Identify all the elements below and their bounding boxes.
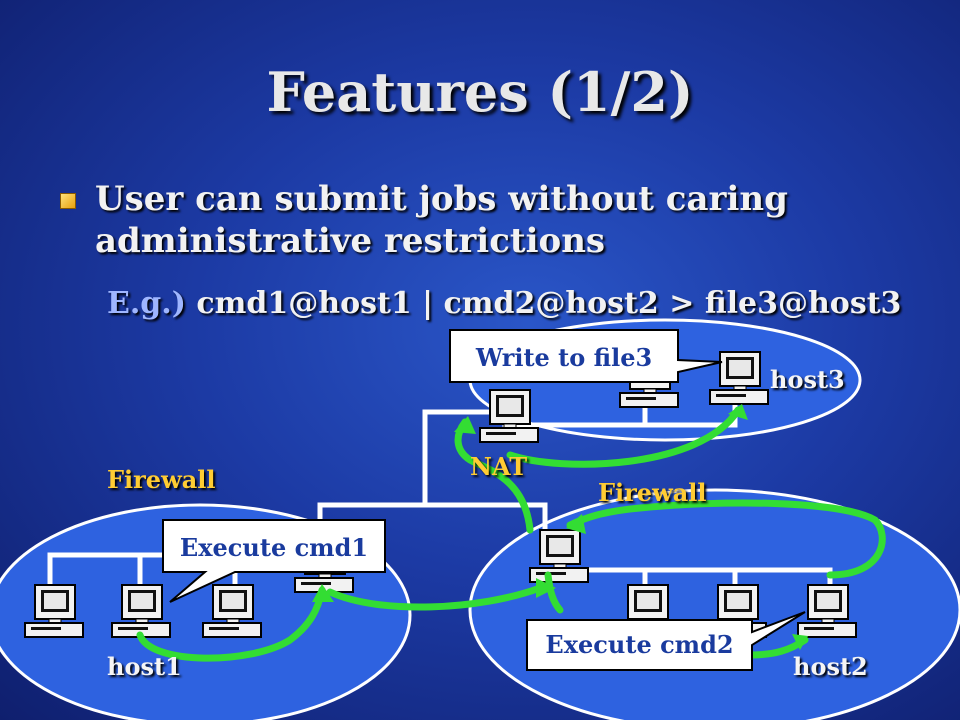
firewall-left-label: Firewall bbox=[107, 465, 216, 494]
firewall-right-label: Firewall bbox=[598, 478, 707, 507]
host2-label: host2 bbox=[793, 652, 868, 681]
example-command: cmd1@host1 | cmd2@host2 > file3@host3 bbox=[196, 286, 902, 321]
callout-execute2-text: Execute cmd2 bbox=[545, 630, 734, 659]
example-line: E.g.) cmd1@host1 | cmd2@host2 > file3@ho… bbox=[107, 286, 901, 321]
callout-execute2-box bbox=[526, 611, 806, 671]
callout-write-box bbox=[449, 329, 723, 383]
callout-write-text: Write to file3 bbox=[475, 343, 653, 372]
nat-label: NAT bbox=[470, 452, 528, 481]
bullet-square-icon bbox=[60, 193, 76, 209]
callout-execute1-text: Execute cmd1 bbox=[179, 533, 369, 562]
feature-bullet-text: User can submit jobs without caring admi… bbox=[95, 179, 788, 261]
host3-label: host3 bbox=[770, 365, 845, 394]
example-prefix: E.g.) bbox=[107, 286, 186, 321]
slide-title: Features (1/2) bbox=[266, 60, 694, 124]
arrow-heads bbox=[312, 404, 808, 650]
callout-execute1-box bbox=[162, 519, 386, 603]
host1-label: host1 bbox=[107, 652, 182, 681]
